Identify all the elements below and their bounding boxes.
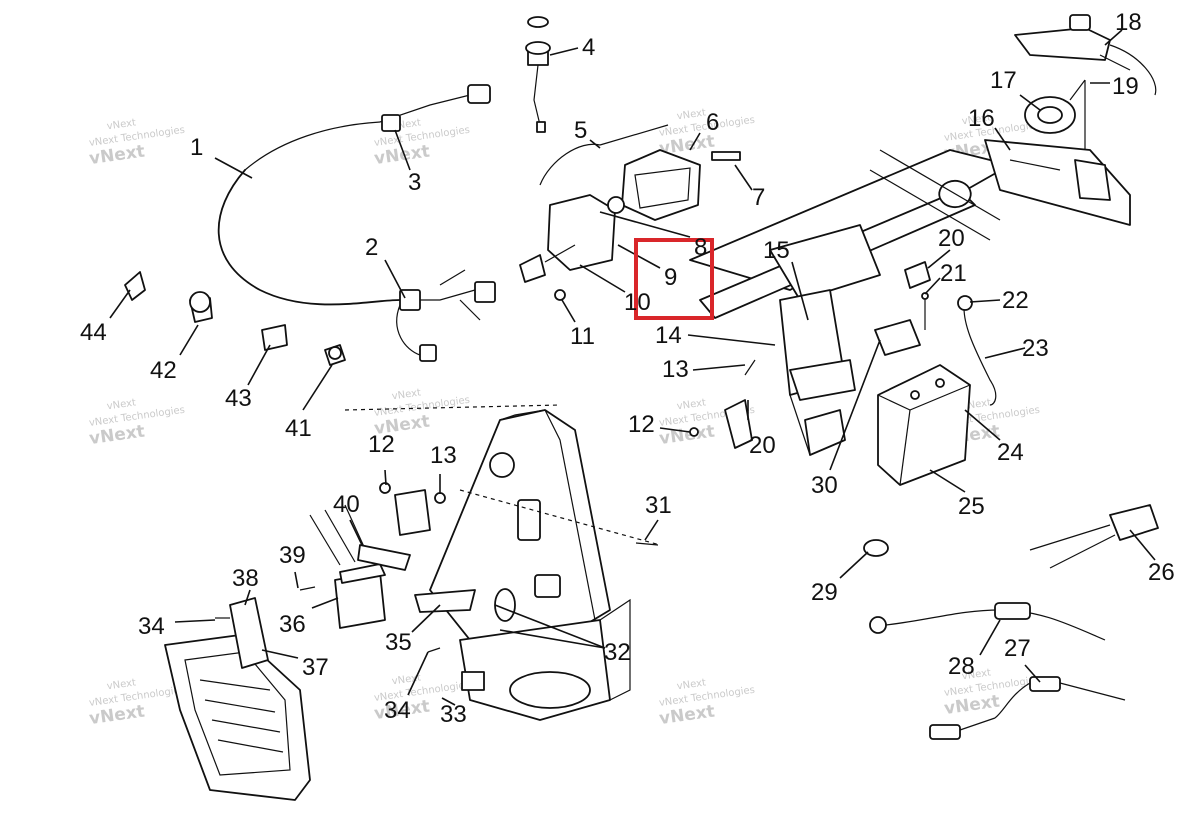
cdi-box <box>309 504 411 629</box>
callout-27[interactable]: 27 <box>1004 635 1031 662</box>
watermark-brand: vNext <box>676 397 707 412</box>
callout-39[interactable]: 39 <box>279 542 306 569</box>
callout-30[interactable]: 30 <box>811 472 838 499</box>
callout-18[interactable]: 18 <box>1115 9 1142 36</box>
callout-36[interactable]: 36 <box>279 611 306 638</box>
wiring-harness <box>217 84 496 362</box>
socket <box>525 16 551 133</box>
callout-19[interactable]: 19 <box>1112 73 1139 100</box>
grommet <box>863 539 889 557</box>
callout-8[interactable]: 8 <box>694 234 707 261</box>
battery <box>877 364 971 486</box>
callout-16[interactable]: 16 <box>968 105 995 132</box>
callout-43[interactable]: 43 <box>225 385 252 412</box>
callout-5[interactable]: 5 <box>574 117 587 144</box>
highlight-box <box>634 238 714 320</box>
callout-7[interactable]: 7 <box>752 184 765 211</box>
callout-35[interactable]: 35 <box>385 629 412 656</box>
mount-bracket <box>689 359 756 449</box>
callout-6[interactable]: 6 <box>706 109 719 136</box>
watermark-brand: vNext <box>106 397 137 412</box>
callout-34-lower[interactable]: 34 <box>384 697 411 724</box>
chassis-frame <box>689 149 1011 456</box>
watermark-brand: vNext <box>391 387 422 402</box>
callout-10[interactable]: 10 <box>624 289 651 316</box>
callout-17[interactable]: 17 <box>990 67 1017 94</box>
callout-28[interactable]: 28 <box>948 653 975 680</box>
callout-12[interactable]: 12 <box>628 411 655 438</box>
handlebar-switch <box>1014 14 1157 96</box>
watermark-brand: vNext <box>106 677 137 692</box>
callout-9[interactable]: 9 <box>664 264 677 291</box>
callout-15[interactable]: 15 <box>763 237 790 264</box>
callout-34[interactable]: 34 <box>138 613 165 640</box>
callout-20[interactable]: 20 <box>938 225 965 252</box>
callout-13-lower[interactable]: 13 <box>430 442 457 469</box>
callout-23[interactable]: 23 <box>1022 335 1049 362</box>
horn-bracket <box>984 80 1131 226</box>
callout-24[interactable]: 24 <box>997 439 1024 466</box>
callout-37[interactable]: 37 <box>302 654 329 681</box>
callout-41[interactable]: 41 <box>285 415 312 442</box>
watermark-brand: vNext <box>961 667 992 682</box>
callout-32[interactable]: 32 <box>604 639 631 666</box>
callout-labels: 1 2 3 4 5 6 7 8 9 10 11 12 13 14 15 16 1… <box>80 9 1175 728</box>
watermark-brand: vNext <box>676 107 707 122</box>
callout-38[interactable]: 38 <box>232 565 259 592</box>
callout-33[interactable]: 33 <box>440 701 467 728</box>
callout-44[interactable]: 44 <box>80 319 107 346</box>
callout-25[interactable]: 25 <box>958 493 985 520</box>
callout-2[interactable]: 2 <box>365 234 378 261</box>
horn <box>1024 79 1086 134</box>
watermark-brand: vNext <box>676 677 707 692</box>
callout-13[interactable]: 13 <box>662 356 689 383</box>
ground-cable <box>869 602 1106 641</box>
callout-21[interactable]: 21 <box>940 260 967 287</box>
callout-31[interactable]: 31 <box>645 492 672 519</box>
fuse-holder <box>929 676 1126 740</box>
callout-12-lower[interactable]: 12 <box>368 431 395 458</box>
body-panel <box>344 404 661 641</box>
sensor-lead <box>1029 504 1159 569</box>
callout-29[interactable]: 29 <box>811 579 838 606</box>
callout-20-lower[interactable]: 20 <box>749 432 776 459</box>
battery-cover <box>874 319 921 356</box>
ignition-coil <box>379 482 446 536</box>
callout-40[interactable]: 40 <box>333 491 360 518</box>
leader-lines <box>109 29 1156 706</box>
watermark-brand: vNext <box>106 117 137 132</box>
callout-1[interactable]: 1 <box>190 134 203 161</box>
front-grille <box>164 597 311 801</box>
callout-22[interactable]: 22 <box>1002 287 1029 314</box>
watermark-brand: vNext <box>961 112 992 127</box>
callout-14[interactable]: 14 <box>655 322 682 349</box>
callout-26[interactable]: 26 <box>1148 559 1175 586</box>
small-fittings-left <box>124 271 659 653</box>
callout-4[interactable]: 4 <box>582 34 595 61</box>
callout-3[interactable]: 3 <box>408 169 421 196</box>
tail-light-assembly <box>519 124 741 301</box>
frame-base <box>459 598 631 721</box>
callout-42[interactable]: 42 <box>150 357 177 384</box>
callout-11[interactable]: 11 <box>570 323 595 350</box>
small-parts-right <box>904 261 997 406</box>
